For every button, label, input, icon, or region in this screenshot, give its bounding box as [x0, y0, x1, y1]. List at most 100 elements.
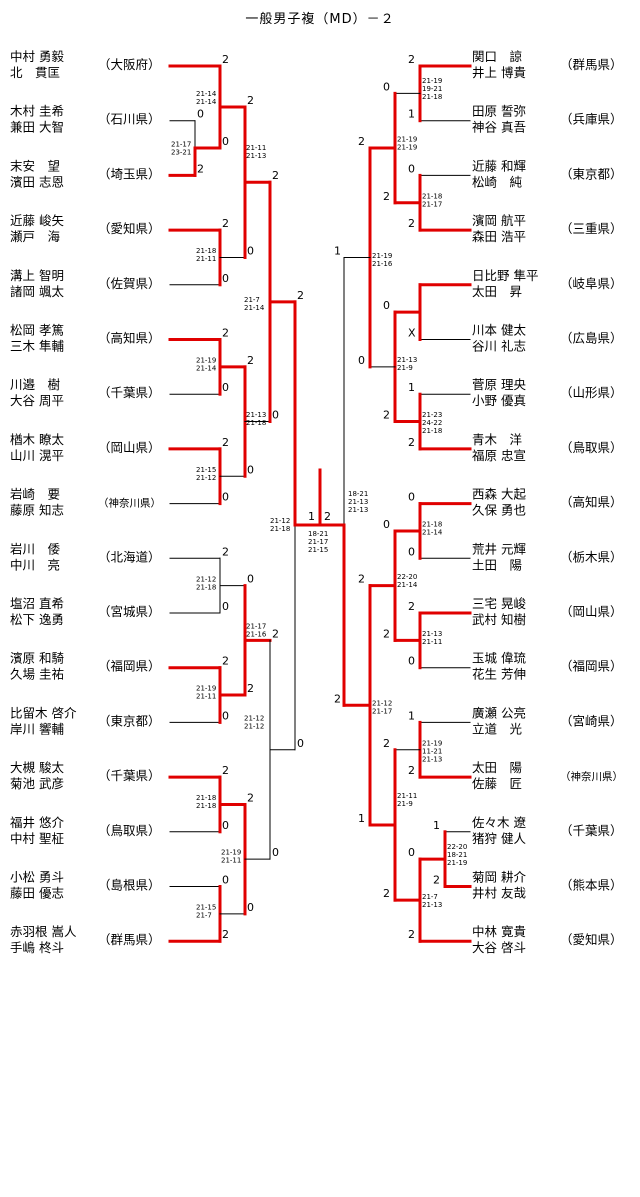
- game-score: 18-21: [447, 851, 467, 859]
- game-score: 21-18: [422, 427, 442, 435]
- team-player-name: 佐々木 遼: [472, 815, 526, 830]
- team-player-name: 松下 逸勇: [10, 612, 64, 627]
- team-player-name: 比留木 啓介: [10, 705, 77, 720]
- game-score: 21-13: [348, 498, 368, 506]
- match-score: 0: [222, 135, 229, 148]
- match-score: 0: [222, 381, 229, 394]
- team-player-name: 三木 隼輔: [10, 339, 64, 354]
- team-player-name: 溝上 智明: [10, 268, 64, 283]
- match-score: 2: [408, 764, 415, 777]
- game-score: 21-11: [422, 638, 442, 646]
- match-score: 0: [222, 819, 229, 832]
- team-prefecture: （広島県）: [560, 331, 623, 346]
- team-player-name: 田原 誓弥: [472, 104, 526, 119]
- game-score: 21-19: [447, 859, 467, 867]
- team-prefecture: （高知県）: [98, 331, 161, 346]
- match-score: 0: [247, 244, 254, 257]
- team-player-name: 太田 陽: [472, 760, 522, 775]
- match-score: 2: [408, 436, 415, 449]
- team-player-name: 森田 浩平: [472, 229, 526, 244]
- team-prefecture: （埼玉県）: [98, 166, 161, 181]
- match-score: 2: [433, 874, 440, 887]
- team-prefecture: （島根県）: [98, 878, 161, 893]
- team-prefecture: （群馬県）: [560, 57, 623, 72]
- team-prefecture: （佐賀県）: [98, 276, 161, 291]
- match-score: 0: [408, 846, 415, 859]
- match-score: 2: [408, 928, 415, 941]
- match-score: 0: [408, 655, 415, 668]
- team-player-name: 塩沼 直希: [10, 596, 64, 611]
- game-score: 21-13: [422, 901, 442, 909]
- team-player-name: 小松 勇斗: [10, 870, 64, 885]
- match-score: 0: [272, 846, 279, 859]
- team-player-name: 菊池 武彦: [10, 776, 64, 791]
- team-player-name: 川邉 樹: [10, 377, 60, 392]
- team-player-name: 立道 光: [472, 721, 522, 736]
- match-score: 1: [433, 819, 440, 832]
- team-player-name: 山川 滉平: [10, 448, 64, 463]
- team-player-name: 岩川 倭: [10, 541, 61, 556]
- game-score: 21-15: [308, 546, 328, 554]
- game-score: 21-18: [196, 583, 216, 591]
- team-player-name: 土田 陽: [472, 557, 522, 572]
- game-score: 21-13: [397, 356, 417, 364]
- match-score: 2: [272, 627, 279, 640]
- match-score: 0: [197, 108, 204, 121]
- game-score: 21-14: [422, 529, 443, 537]
- game-score: 21-11: [221, 856, 241, 864]
- match-score: 2: [408, 600, 415, 613]
- game-score: 21-18: [196, 794, 216, 802]
- game-score: 21-13: [348, 506, 368, 514]
- team-prefecture: （山形県）: [560, 385, 623, 400]
- team-prefecture: （鳥取県）: [560, 440, 623, 455]
- game-score: 21-18: [270, 525, 290, 533]
- game-score: 21-13: [246, 152, 266, 160]
- team-player-name: 青木 洋: [472, 432, 522, 447]
- team-player-name: 荒井 元輝: [472, 541, 526, 556]
- match-score: 0: [222, 874, 229, 887]
- team-player-name: 大槻 駿太: [10, 760, 64, 775]
- team-prefecture: （東京都）: [560, 166, 623, 181]
- game-score: 21-19: [397, 143, 417, 151]
- team-player-name: 谷川 礼志: [472, 339, 526, 354]
- match-score: 0: [358, 354, 365, 367]
- game-score: 21-19: [221, 848, 241, 856]
- match-score: 2: [297, 289, 304, 302]
- team-prefecture: （北海道）: [98, 549, 161, 564]
- game-score: 21-19: [196, 685, 216, 693]
- match-score: 2: [247, 682, 254, 695]
- game-score: 22-20: [397, 573, 417, 581]
- match-score: 0: [408, 491, 415, 504]
- game-score: 11-21: [422, 747, 442, 755]
- team-prefecture: （愛知県）: [560, 932, 623, 947]
- match-score: 0: [383, 299, 390, 312]
- team-prefecture: （群馬県）: [98, 932, 161, 947]
- match-score: 2: [383, 190, 390, 203]
- game-score: 21-14: [196, 90, 217, 98]
- match-score: 2: [334, 692, 341, 705]
- match-score: 1: [408, 709, 415, 722]
- team-player-name: 濱原 和騎: [10, 651, 64, 666]
- team-player-name: 瀬戸 海: [10, 229, 61, 244]
- match-score: 2: [383, 627, 390, 640]
- game-score: 18-21: [308, 530, 328, 538]
- team-player-name: 藤田 優志: [10, 886, 64, 901]
- game-score: 21-18: [422, 192, 442, 200]
- team-player-name: 赤羽根 嵩人: [10, 924, 77, 939]
- match-score: 2: [222, 764, 229, 777]
- match-score: 2: [247, 791, 254, 804]
- team-prefecture: （大阪府）: [98, 57, 161, 72]
- team-player-name: 久場 圭祐: [10, 667, 64, 682]
- game-score: 24-22: [422, 419, 442, 427]
- match-score: 2: [408, 217, 415, 230]
- match-score: 2: [222, 928, 229, 941]
- bracket-lines: [168, 64, 472, 943]
- game-score: 23-21: [171, 149, 191, 157]
- team-prefecture: （高知県）: [560, 495, 623, 510]
- team-prefecture: （岡山県）: [98, 440, 161, 455]
- team-player-name: 日比野 隼平: [472, 268, 538, 283]
- team-player-name: 濱岡 航平: [472, 213, 526, 228]
- match-score: 2: [197, 162, 204, 175]
- team-player-name: 中村 聖柾: [10, 831, 64, 846]
- match-score: 2: [222, 655, 229, 668]
